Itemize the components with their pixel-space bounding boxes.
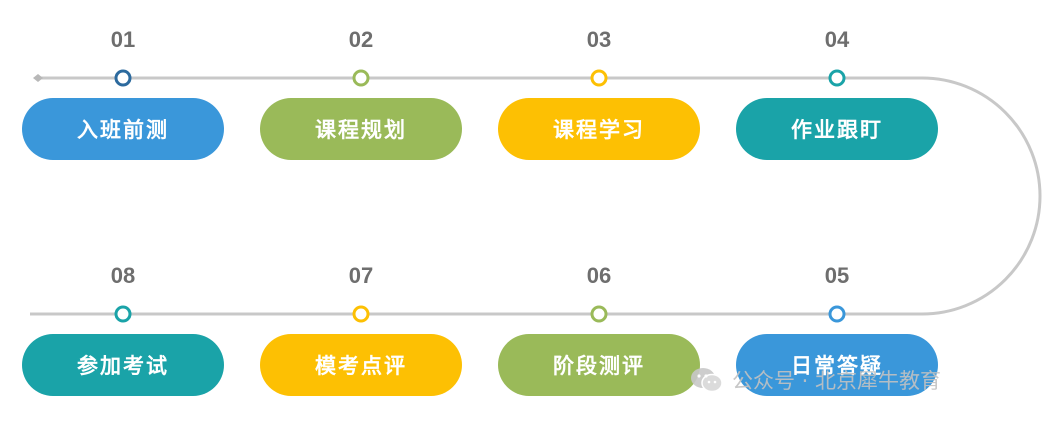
timeline-track	[30, 74, 1042, 316]
step-number: 07	[348, 263, 374, 288]
step-number: 06	[586, 263, 612, 288]
timeline-dot	[114, 69, 132, 87]
step-pill[interactable]: 参加考试	[22, 334, 224, 396]
wechat-icon	[691, 368, 723, 393]
step-pill[interactable]: 日常答疑	[736, 334, 938, 396]
timeline-dots	[114, 69, 846, 323]
timeline-dot	[352, 305, 370, 323]
step-number: 01	[110, 27, 136, 52]
watermark: 公众号 · 北京犀牛教育	[690, 364, 941, 396]
timeline-dot	[590, 305, 608, 323]
timeline-dot	[828, 69, 846, 87]
step-number: 04	[824, 27, 850, 52]
step-pill[interactable]: 模考点评	[260, 334, 462, 396]
turn-curve	[921, 76, 1042, 316]
step-number: 03	[586, 27, 612, 52]
timeline-dot	[114, 305, 132, 323]
step-number: 08	[110, 263, 136, 288]
step-pill[interactable]: 课程学习	[498, 98, 700, 160]
timeline-dot	[590, 69, 608, 87]
step-pill[interactable]: 作业跟盯	[736, 98, 938, 160]
timeline-dot	[828, 305, 846, 323]
start-marker	[33, 74, 43, 82]
step-pill[interactable]: 阶段测评	[498, 334, 700, 396]
timeline-dot	[352, 69, 370, 87]
step-number: 05	[824, 263, 850, 288]
watermark-text: 公众号 · 北京犀牛教育	[732, 369, 942, 393]
step-pill[interactable]: 课程规划	[260, 98, 462, 160]
step-pill[interactable]: 入班前测	[22, 98, 224, 160]
step-number: 02	[348, 27, 374, 52]
